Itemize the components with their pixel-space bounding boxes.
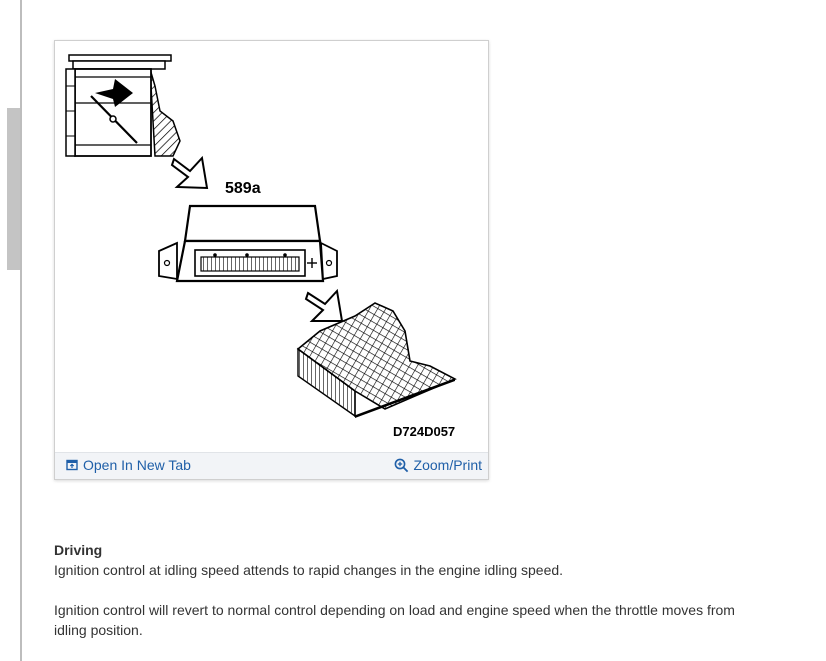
ignition-map-3d-drawing bbox=[296, 302, 457, 418]
figure-card: 589a D724D057 bbox=[54, 40, 489, 480]
left-rail bbox=[0, 0, 22, 661]
scrollbar-thumb[interactable] bbox=[7, 108, 20, 270]
ecu-module-drawing bbox=[158, 204, 338, 283]
figure-toolbar: Open In New Tab Zoom/Print bbox=[55, 452, 488, 479]
ecu-ignition-diagram[interactable]: 589a D724D057 bbox=[55, 41, 488, 451]
zoom-print-label: Zoom/Print bbox=[413, 457, 482, 473]
section-heading: Driving bbox=[54, 542, 103, 558]
open-in-new-tab-link[interactable]: Open In New Tab bbox=[66, 457, 191, 473]
paragraph-spacer bbox=[54, 580, 754, 600]
zoom-in-icon bbox=[394, 458, 408, 472]
zoom-print-link[interactable]: Zoom/Print bbox=[394, 457, 482, 473]
external-tab-icon bbox=[66, 459, 78, 471]
paragraph-2: Ignition control will revert to normal c… bbox=[54, 602, 735, 638]
flow-arrow-1 bbox=[170, 155, 209, 190]
open-in-new-tab-label: Open In New Tab bbox=[83, 457, 191, 473]
figure-code: D724D057 bbox=[393, 424, 455, 439]
paragraph-1: Ignition control at idling speed attends… bbox=[54, 562, 564, 578]
throttle-body-drawing bbox=[65, 54, 181, 157]
article-body: Driving Ignition control at idling speed… bbox=[54, 540, 754, 640]
flow-arrow-2 bbox=[304, 288, 344, 322]
part-label: 589a bbox=[225, 180, 261, 197]
